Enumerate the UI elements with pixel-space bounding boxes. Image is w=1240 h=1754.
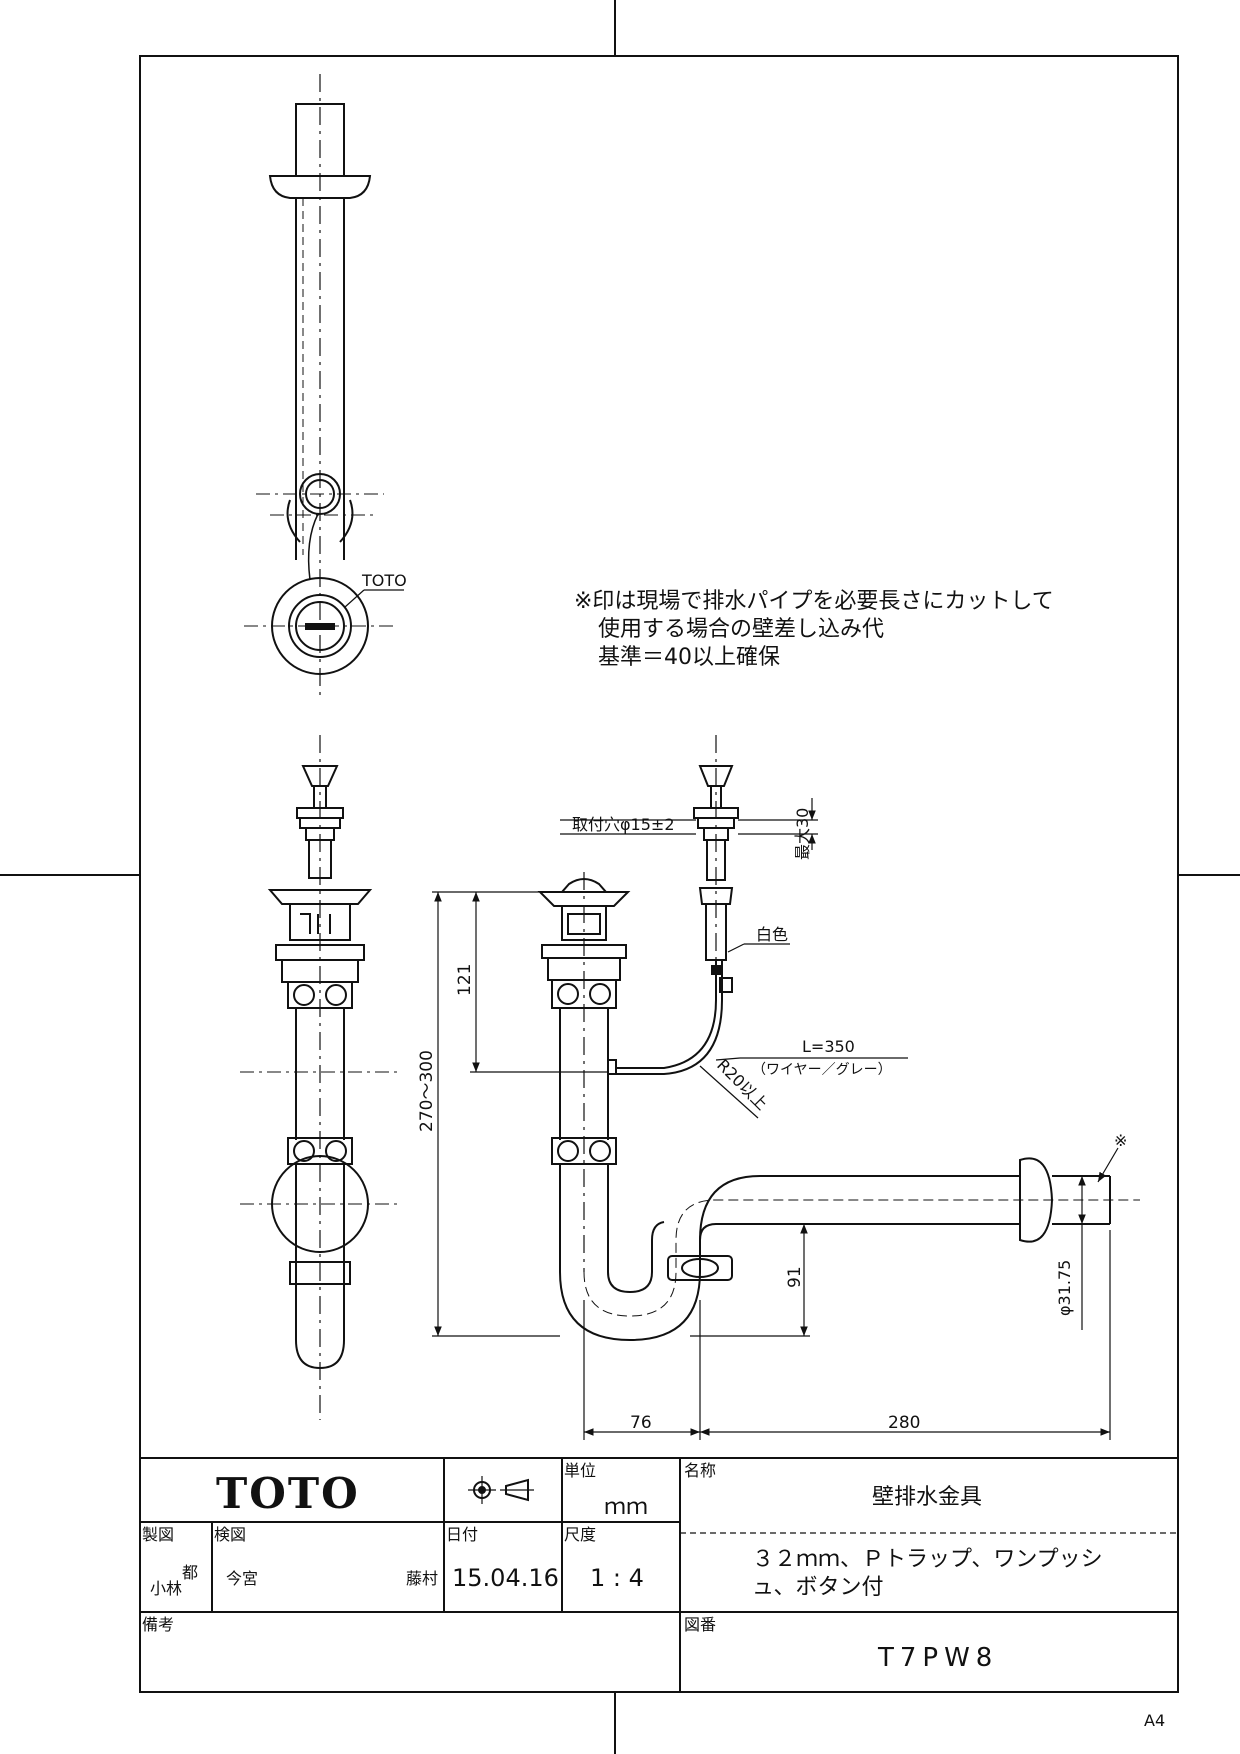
side-view [240, 735, 398, 1420]
top-view [244, 74, 404, 700]
note-line-3: 基準＝40以上確保 [598, 645, 780, 670]
wire-length-label: L=350 [802, 1037, 855, 1056]
toto-mark-label: TOTO [361, 571, 407, 590]
dim-91: 91 [785, 1266, 805, 1288]
drawn-value: 小林 [150, 1579, 182, 1598]
dim-76: 76 [630, 1413, 652, 1433]
checked-value: 今宮 [226, 1569, 258, 1588]
note-line-1: ※印は現場で排水パイプを必要長さにカットして [574, 589, 1054, 614]
dim-121: 121 [455, 964, 475, 996]
dimension-lines [432, 798, 1119, 1440]
date-label: 日付 [446, 1525, 478, 1544]
scale-value: 1 : 4 [590, 1564, 644, 1592]
scale-label: 尺度 [564, 1525, 596, 1544]
dim-280: 280 [888, 1413, 920, 1433]
drawn-label: 製図 [142, 1525, 174, 1544]
drawing-number-label: 図番 [684, 1615, 716, 1634]
checked-label: 検図 [214, 1525, 246, 1544]
dim-270-300: 270～300 [417, 1050, 437, 1132]
max-30-label: 最大30 [793, 808, 812, 860]
description-line-2: ュ、ボタン付 [752, 1575, 884, 1600]
unit-value: ｍｍ [604, 1495, 648, 1520]
remarks-label: 備考 [142, 1615, 174, 1634]
wire-desc-label: （ワイヤー／グレー） [752, 1062, 892, 1078]
dim-phi-31-75: φ31.75 [1055, 1260, 1074, 1316]
front-view [537, 735, 1140, 1342]
description-line-1: ３２ｍｍ、Ｐトラップ、ワンプッシ [752, 1547, 1103, 1572]
note-line-2: 使用する場合の壁差し込み代 [598, 617, 884, 642]
projection-symbol-icon [468, 1476, 534, 1504]
name-label: 名称 [684, 1461, 716, 1480]
approved-value: 藤村 [406, 1569, 438, 1588]
drawing-number-value: T7PW8 [877, 1643, 998, 1673]
unit-label: 単位 [564, 1461, 596, 1480]
mount-hole-label: 取付穴φ15±2 [572, 815, 675, 834]
white-color-label: 白色 [756, 925, 788, 944]
date-value: 15.04.16 [452, 1564, 559, 1592]
brand-logo: TOTO [216, 1469, 360, 1518]
sheet-size-label: A4 [1144, 1711, 1165, 1730]
title-block [140, 1457, 1178, 1692]
name-value: 壁排水金具 [872, 1485, 982, 1510]
drawn-value-2: 都 [182, 1563, 198, 1582]
asterisk-mark: ※ [1114, 1131, 1127, 1150]
